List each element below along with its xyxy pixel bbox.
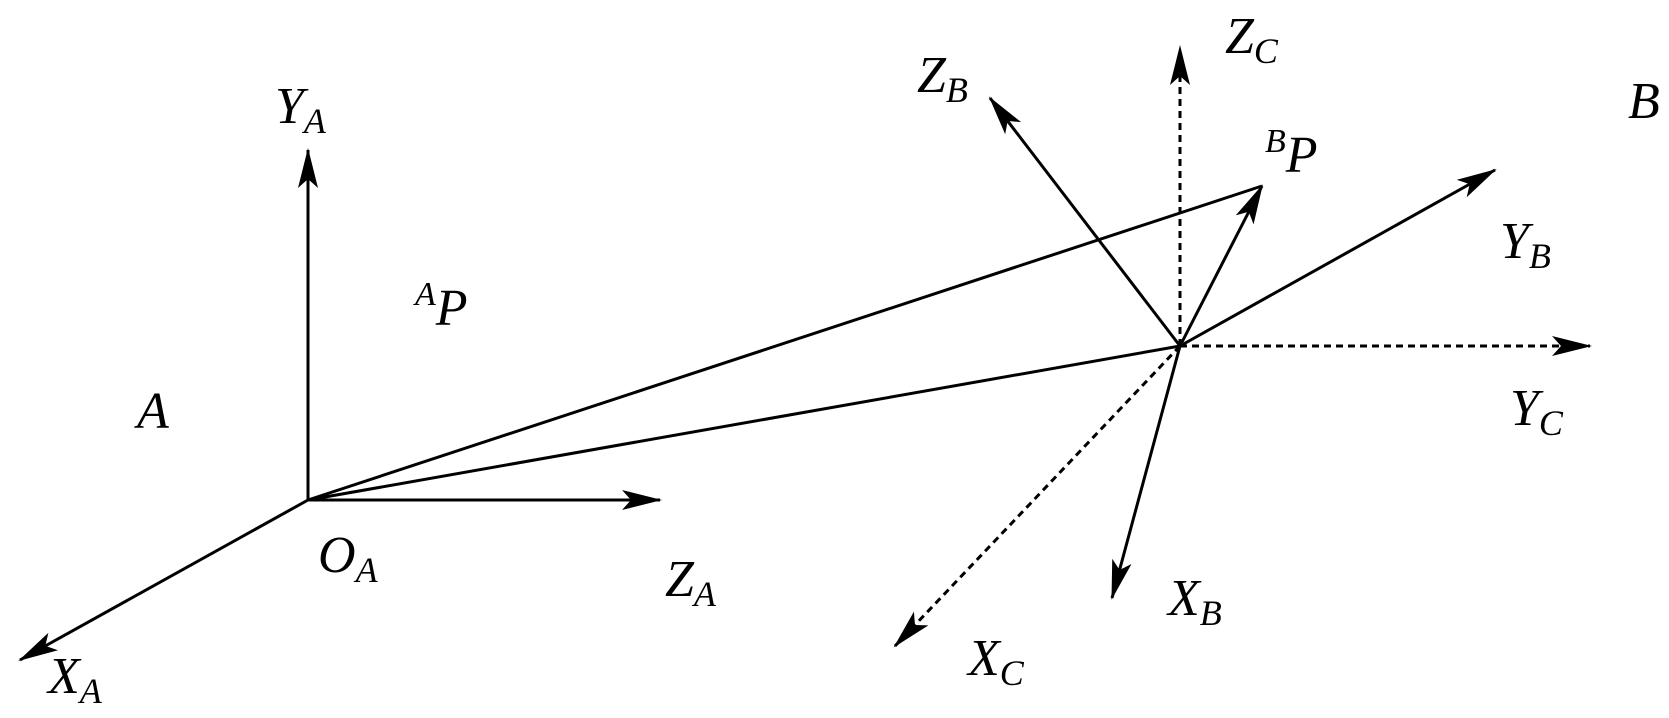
axis-y-c-label: YC (1510, 380, 1564, 443)
origin-a-label: OA (318, 527, 379, 590)
axis-y-b-label: YB (1500, 213, 1551, 276)
axis-x-b-label: XB (1166, 570, 1222, 633)
axis-z-c-label: ZC (1225, 8, 1279, 71)
vector-b-to-p (1178, 184, 1264, 347)
vector-a-to-origin-b (307, 344, 1181, 502)
axis-z-a-label: ZA (665, 551, 717, 614)
frame-b-label: B (1628, 73, 1660, 130)
axis-x-c-label: XC (966, 630, 1025, 693)
axis-z-b (988, 96, 1182, 347)
axis-y-b (1179, 168, 1497, 348)
axis-z-b-label: ZB (917, 47, 968, 110)
point-p-in-a-label: AP (413, 276, 468, 337)
frame-a-label: A (134, 383, 169, 440)
axis-x-b (1110, 345, 1182, 600)
axis-x-a-label: XA (46, 648, 103, 711)
axis-x-c (893, 344, 1182, 648)
axis-x-a (18, 498, 309, 662)
axis-y-a-label: YA (275, 78, 327, 141)
vector-a-to-p (307, 184, 1263, 502)
point-p-in-b-label: BP (1265, 123, 1318, 184)
